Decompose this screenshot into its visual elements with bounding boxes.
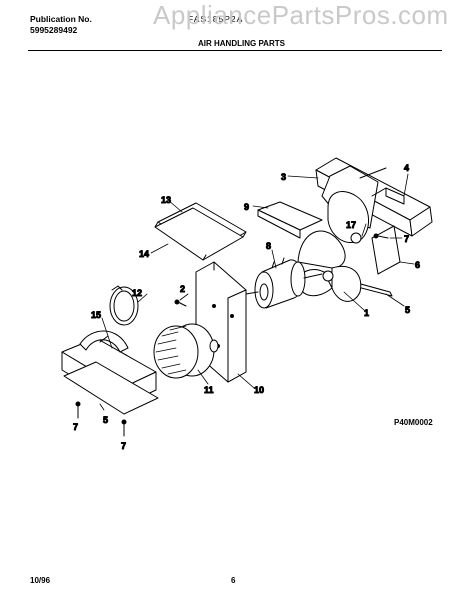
publication-number: 5995289492 (30, 25, 78, 35)
callout-7-right: 7 (404, 234, 409, 244)
callout-1: 1 (364, 308, 369, 318)
callout-17: 17 (346, 220, 356, 230)
footer-page-number: 6 (231, 576, 236, 585)
blower-wheel-part (153, 323, 219, 379)
screw-part-7-bottom (121, 419, 127, 437)
callout-9: 9 (244, 202, 249, 212)
air-filter-part (154, 202, 247, 261)
callout-7-left: 7 (73, 422, 78, 432)
publication-label: Publication No. (30, 14, 92, 24)
callout-4: 4 (404, 163, 409, 173)
callout-5-left: 5 (103, 415, 108, 425)
screw-part-7-right (373, 233, 389, 239)
screw-part-7-left (75, 401, 81, 419)
fan-motor-part (245, 257, 323, 309)
callout-3: 3 (281, 172, 286, 182)
callout-10: 10 (254, 385, 264, 395)
callout-7-bottom: 7 (121, 441, 126, 451)
callout-2: 2 (180, 284, 185, 294)
clamp-ring-part (109, 285, 139, 326)
callout-11: 11 (204, 385, 214, 395)
callout-5-right: 5 (405, 305, 410, 315)
callout-8: 8 (266, 241, 271, 251)
section-title: AIR HANDLING PARTS (198, 39, 285, 48)
callout-15: 15 (91, 310, 101, 320)
callout-6: 6 (415, 260, 420, 270)
header-rule (28, 50, 442, 51)
screw-part-2 (174, 299, 187, 307)
callout-12: 12 (132, 288, 142, 298)
blower-scroll-part (61, 330, 159, 415)
model-number: FAS185P2A (188, 14, 244, 24)
footer-date: 10/96 (30, 576, 51, 585)
watermark: AppliancePartsPros.com (153, 0, 449, 30)
fan-blade-part (297, 230, 362, 302)
callout-leader-lines (99, 173, 415, 411)
callout-14: 14 (139, 249, 149, 259)
callout-13: 13 (161, 195, 171, 205)
figure-code: P40M0002 (394, 418, 433, 427)
brace-bracket-part (257, 201, 323, 239)
